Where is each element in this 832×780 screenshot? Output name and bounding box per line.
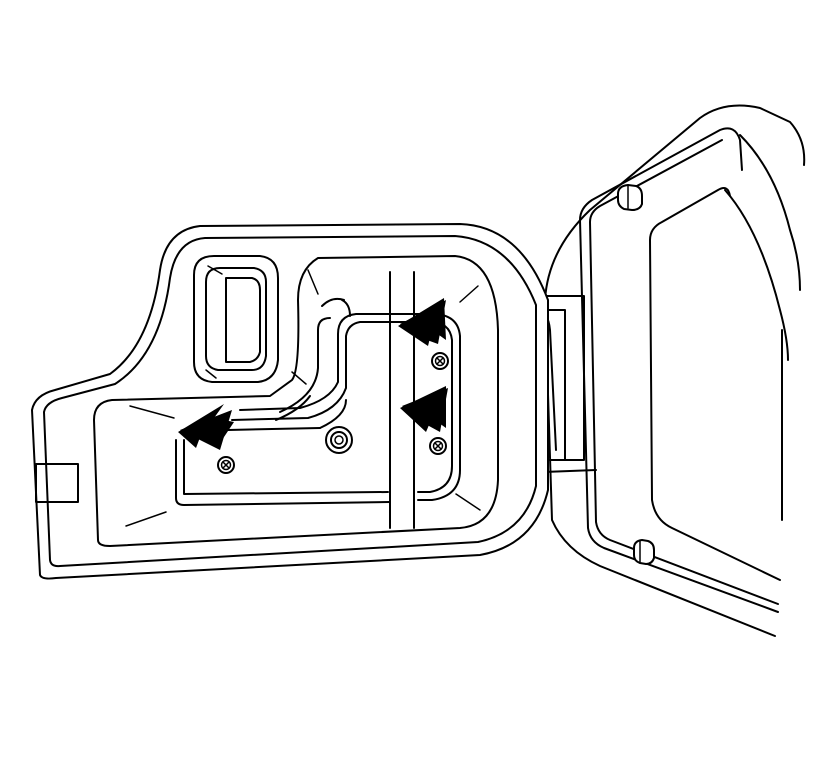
arrow-left-fastener: [178, 404, 234, 450]
pointer-arrow-icon: [178, 298, 448, 450]
fasteners-group: [217, 352, 449, 474]
screw-lower-right: [429, 437, 447, 455]
rubber-bumper-lower: [633, 539, 655, 565]
screw-upper-right: [431, 352, 449, 370]
arrow-middle-fastener: [400, 386, 448, 432]
label-pad: [35, 463, 79, 503]
arrow-upper-fastener: [398, 298, 446, 346]
fuel-door: [31, 223, 549, 580]
rubber-bumper-upper: [617, 184, 643, 211]
screw-left: [217, 456, 235, 474]
body-panel: [544, 104, 806, 637]
center-grommet: [325, 426, 353, 454]
